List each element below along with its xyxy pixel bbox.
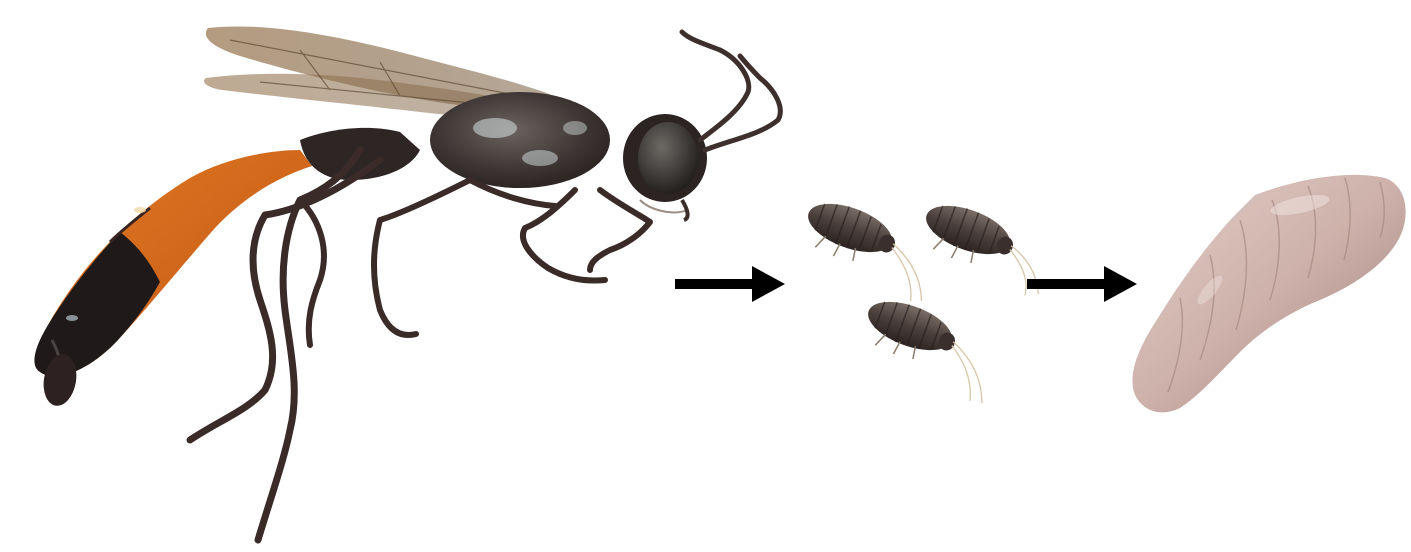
arrow-2-icon — [1027, 266, 1137, 302]
wasp-icon — [34, 26, 780, 540]
wasp-head — [623, 114, 707, 220]
larva-1 — [792, 194, 943, 304]
grub-icon — [1132, 175, 1405, 412]
larva-cluster-icon — [792, 194, 1057, 405]
wasp-legs — [190, 150, 650, 540]
larva-3 — [852, 292, 1006, 405]
arrow-1-icon — [675, 266, 785, 302]
